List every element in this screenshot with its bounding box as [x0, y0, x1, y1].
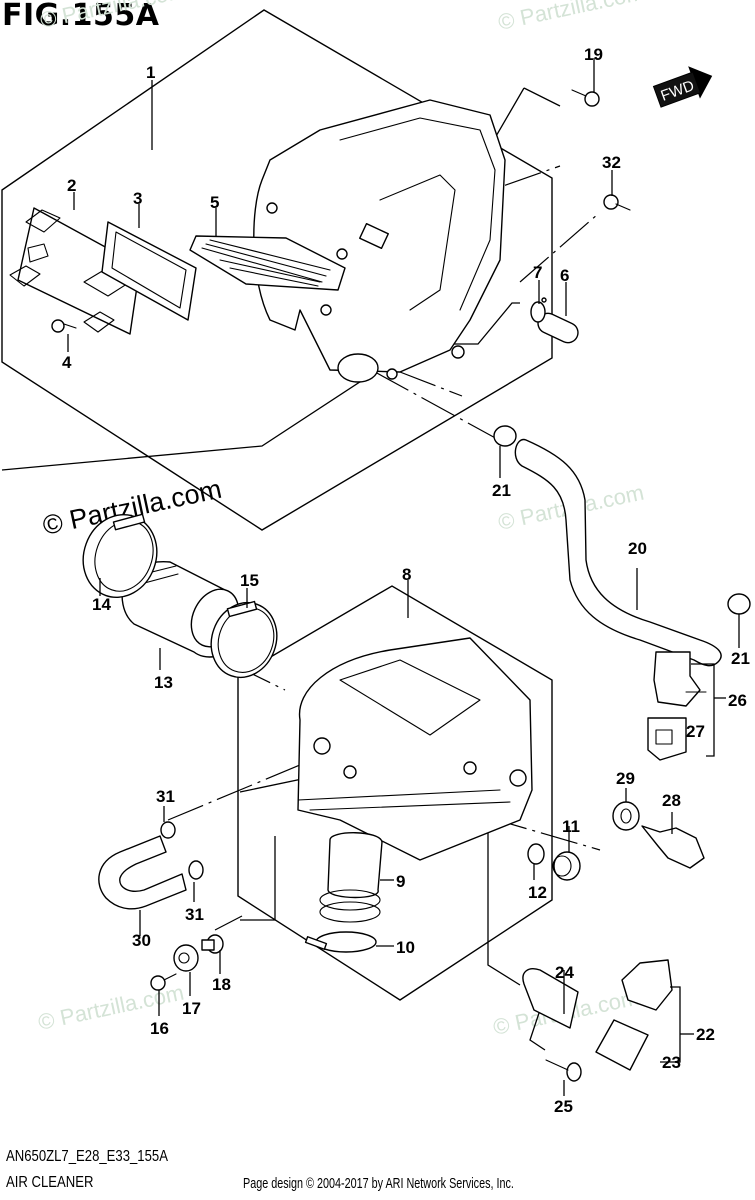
part-clip-31 — [160, 821, 204, 880]
diagram-code: AN650ZL7_E28_E33_155A — [6, 1148, 168, 1165]
upper-case-frame — [1, 9, 553, 531]
part-spacer-18 — [201, 934, 224, 954]
part-bolt-16 — [150, 973, 177, 991]
part-hose-20 — [514, 438, 722, 667]
part-clip-7 — [530, 297, 547, 323]
callout-7: 7 — [533, 263, 542, 282]
part-clip-12 — [527, 843, 545, 865]
callout-1: 1 — [146, 63, 155, 82]
callout-25: 25 — [554, 1097, 573, 1116]
part-upper-case — [253, 99, 506, 383]
assembly-lines — [1, 87, 601, 1051]
callout-11: 11 — [562, 817, 580, 836]
part-screw-4 — [51, 319, 77, 333]
callout-10: 10 — [396, 938, 415, 957]
callout-12: 12 — [528, 883, 547, 902]
part-sensor-22 — [621, 959, 673, 1011]
callout-16: 16 — [150, 1019, 169, 1038]
part-cover-27 — [647, 717, 687, 761]
part-cushion-17 — [173, 944, 199, 972]
callout-17: 17 — [182, 999, 201, 1018]
figure-title: FIG.155A — [2, 0, 160, 33]
callout-29: 29 — [616, 769, 635, 788]
callout-8: 8 — [402, 565, 411, 584]
part-gasket-29 — [612, 801, 640, 831]
callout-32: 32 — [602, 153, 621, 172]
part-cover-23 — [595, 1019, 649, 1071]
callout-leaders — [67, 58, 740, 1096]
part-clamp-10 — [304, 931, 377, 953]
callout-6: 6 — [560, 266, 569, 285]
callout-2: 2 — [67, 176, 76, 195]
callout-9: 9 — [396, 872, 405, 891]
callout-30: 30 — [132, 931, 151, 950]
callout-24: 24 — [555, 963, 574, 982]
part-element — [189, 202, 348, 316]
forward-direction-badge: FWD — [652, 66, 713, 108]
callout-19: 19 — [584, 45, 603, 64]
callout-13: 13 — [154, 673, 173, 692]
part-bolt-19 — [571, 89, 600, 107]
part-outlet-tube-9 — [319, 832, 383, 923]
callout-22: 22 — [696, 1025, 715, 1044]
part-bolt-32 — [603, 194, 631, 211]
callout-21a: 21 — [492, 481, 511, 500]
callout-5: 5 — [210, 193, 219, 212]
part-screw-25 — [545, 1059, 582, 1082]
callout-3: 3 — [133, 189, 142, 208]
section-name: AIR CLEANER — [6, 1174, 94, 1191]
watermark: © Partzilla.com — [38, 0, 188, 33]
callout-20: 20 — [628, 539, 647, 558]
callout-23: 23 — [662, 1053, 681, 1072]
callout-15: 15 — [240, 571, 259, 590]
callout-4: 4 — [62, 353, 72, 372]
part-sensor-26 — [653, 651, 707, 707]
part-clamp-14 — [82, 513, 158, 599]
callout-labels: 1234567891011121314151617181920212122232… — [62, 45, 750, 1116]
callout-18: 18 — [212, 975, 231, 994]
part-clamp-15 — [210, 600, 278, 679]
callout-31b: 31 — [185, 905, 204, 924]
lower-case-frame — [237, 585, 553, 1001]
callout-28: 28 — [662, 791, 681, 810]
callout-26: 26 — [728, 691, 747, 710]
watermark: © Partzilla.com — [496, 0, 646, 35]
copyright-notice: Page design © 2004-2017 by ARI Network S… — [243, 1175, 514, 1192]
part-sensor-28 — [641, 825, 705, 869]
part-lower-case — [297, 637, 533, 861]
part-hose-30 — [98, 835, 187, 910]
part-seal — [101, 221, 197, 321]
callout-14: 14 — [92, 595, 111, 614]
callout-21b: 21 — [731, 649, 750, 668]
callout-27: 27 — [686, 722, 705, 741]
callout-31a: 31 — [156, 787, 175, 806]
part-cap-11 — [552, 851, 581, 881]
